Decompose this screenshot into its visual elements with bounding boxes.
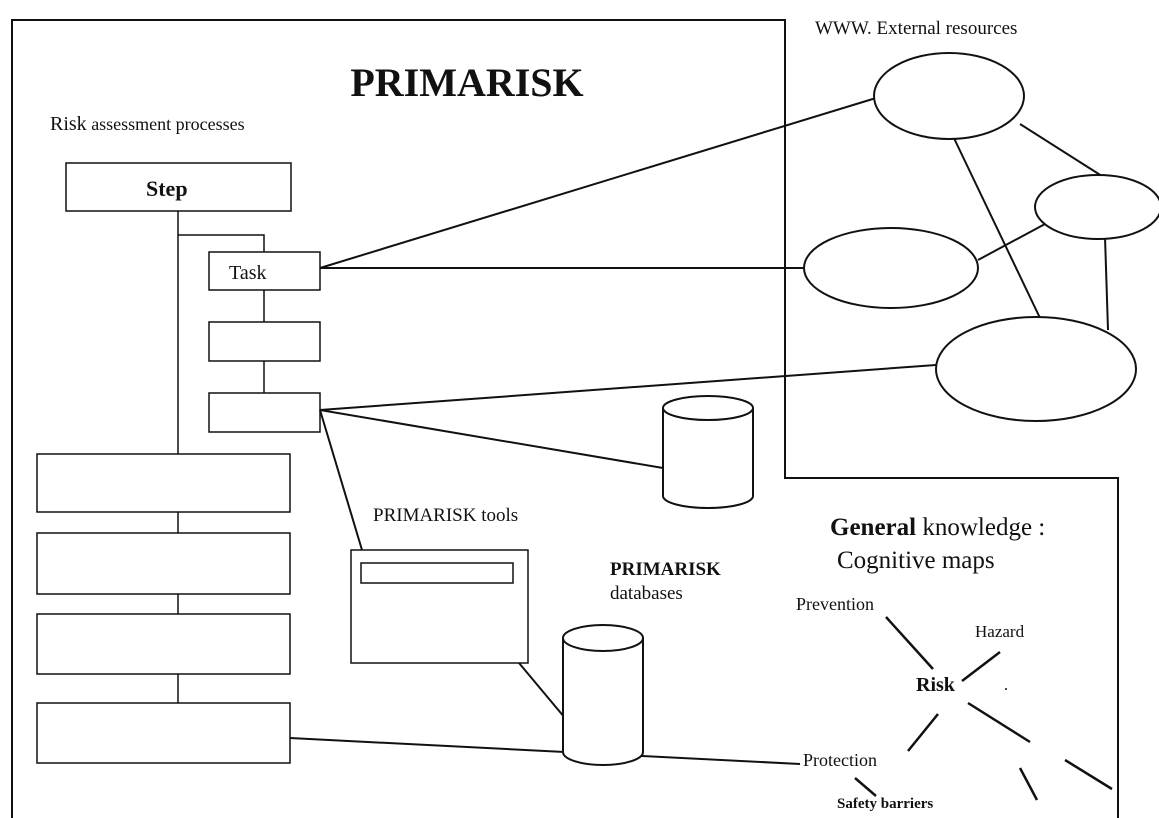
primarisk-database-icon[interactable]	[662, 395, 754, 509]
external-resources-label: WWW. External resources	[815, 18, 1017, 39]
process-connectors	[177, 211, 265, 703]
knowledge-label-rest: knowledge :	[916, 514, 1045, 541]
network-edges	[951, 123, 1109, 331]
www-node-1[interactable]	[873, 52, 1025, 140]
process-label-rest: assessment processes	[87, 114, 245, 134]
page-title: PRIMARISK	[350, 60, 583, 105]
map-dot	[1005, 688, 1007, 690]
step-box-4[interactable]	[36, 613, 291, 675]
cognitive-node-prevention: Prevention	[796, 594, 874, 614]
cognitive-node-safety-barriers: Safety barriers	[837, 796, 933, 812]
cognitive-node-hazard: Hazard	[975, 622, 1025, 641]
task-box-3[interactable]	[208, 392, 321, 433]
step-box-3[interactable]	[36, 532, 291, 595]
process-label-bold: Risk	[50, 113, 87, 135]
cognitive-map-links	[854, 616, 1113, 801]
databases-label-line2: databases	[610, 583, 683, 604]
knowledge-label: General knowledge :	[830, 514, 1045, 541]
task-label: Task	[229, 262, 266, 284]
databases-label-line1: PRIMARISK	[610, 559, 721, 580]
tools-window-titlebar	[360, 562, 514, 584]
step-label: Step	[146, 176, 188, 201]
task-box-2[interactable]	[208, 321, 321, 362]
step-box[interactable]	[65, 162, 292, 212]
cognitive-node-risk: Risk	[916, 674, 956, 696]
step-box-5[interactable]	[36, 702, 291, 764]
www-node-3[interactable]	[803, 227, 979, 309]
tools-database-icon[interactable]	[562, 624, 644, 766]
tools-label: PRIMARISK tools	[373, 505, 518, 526]
cognitive-node-protection: Protection	[803, 750, 877, 770]
primarisk-frame	[11, 19, 1119, 818]
task-box[interactable]	[208, 251, 321, 291]
www-node-2[interactable]	[1034, 174, 1159, 240]
step-box-2[interactable]	[36, 453, 291, 513]
knowledge-label-bold: General	[830, 514, 916, 541]
www-node-4[interactable]	[935, 316, 1137, 422]
process-label: Risk assessment processes	[50, 113, 245, 135]
knowledge-label-line2: Cognitive maps	[837, 547, 995, 574]
